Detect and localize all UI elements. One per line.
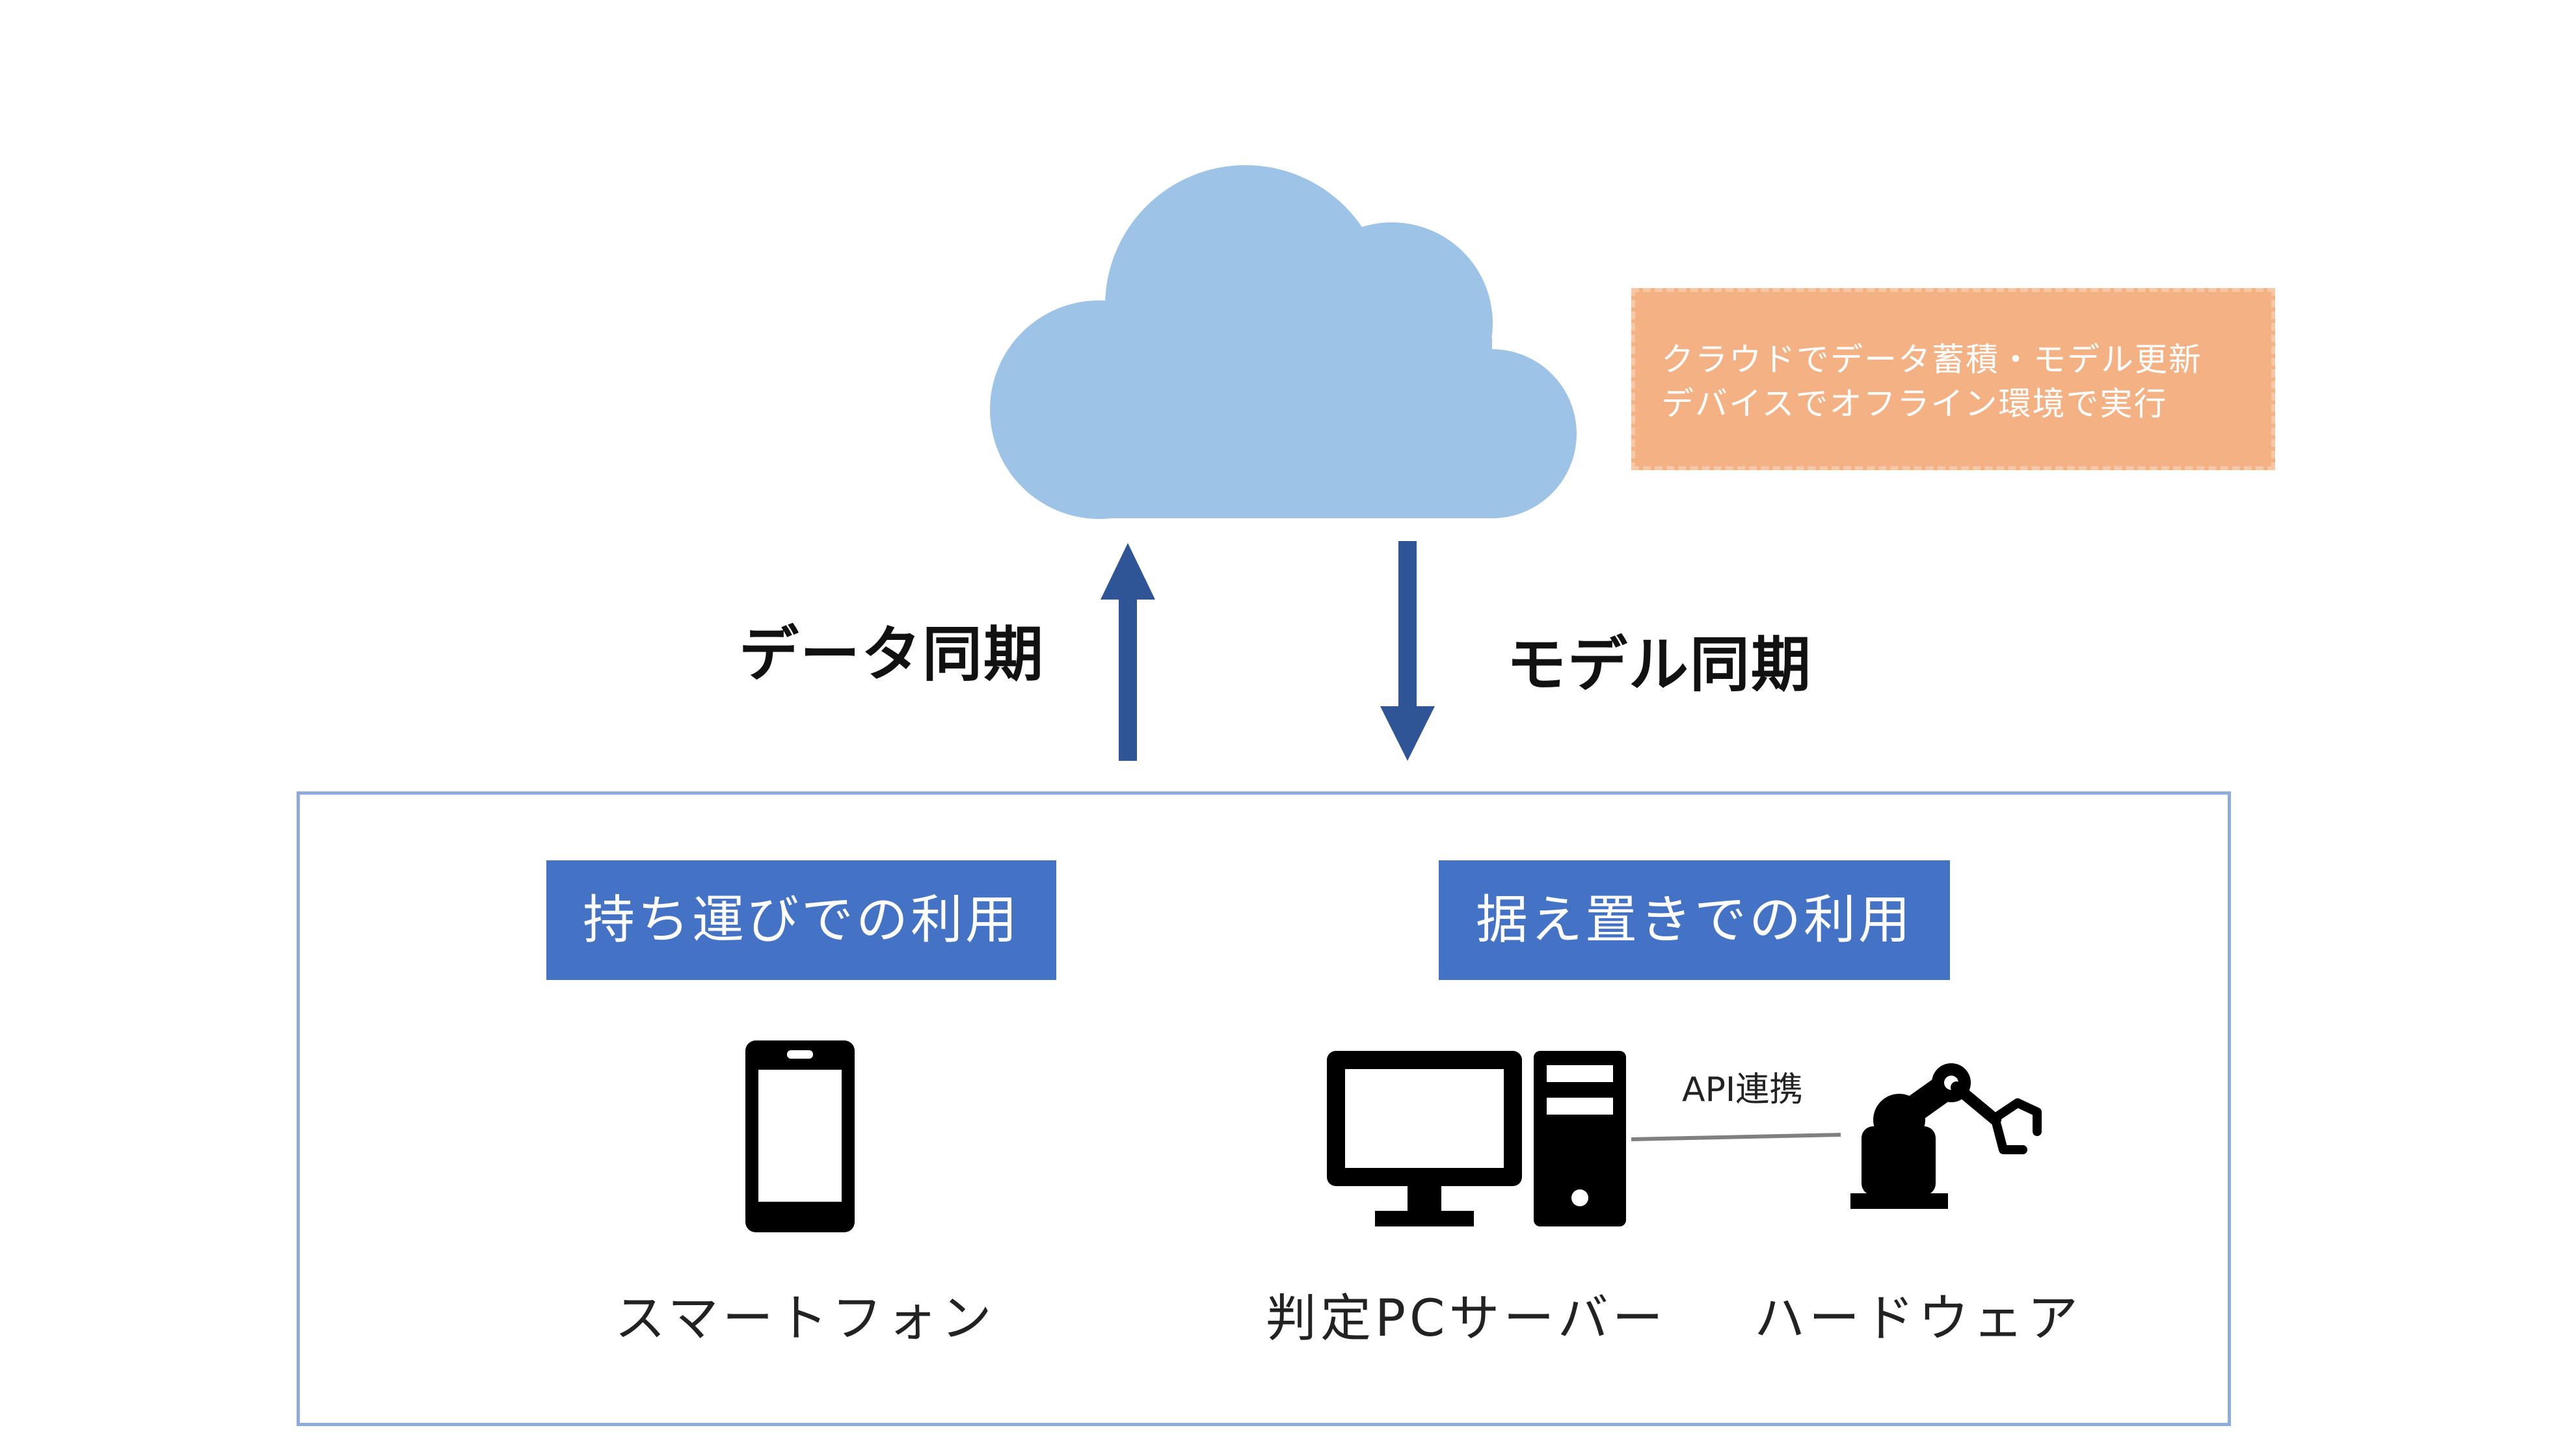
device-group-frame — [297, 791, 2231, 1426]
cloud-note-line-2: デバイスでオフライン環境で実行 — [1661, 385, 2168, 423]
hardware-label: ハードウェア — [1754, 1290, 2083, 1348]
smartphone-icon — [745, 1040, 855, 1232]
model-sync-label: モデル同期 — [1506, 630, 1813, 700]
cloud-note-line-1: クラウドでデータ蓄積・モデル更新 — [1661, 341, 2202, 378]
api-link-line — [1631, 1133, 1841, 1141]
desktop-pc-icon — [1327, 1051, 1626, 1226]
robot-arm-icon — [1850, 1063, 2042, 1209]
smartphone-label: スマートフォン — [615, 1290, 996, 1348]
stationary-use-header: 据え置きでの利用 — [1439, 860, 1950, 980]
cloud-note-box: クラウドでデータ蓄積・モデル更新 デバイスでオフライン環境で実行 — [1631, 288, 2275, 470]
arrow-down-icon — [1380, 541, 1435, 761]
portable-use-header: 持ち運びでの利用 — [546, 860, 1056, 980]
cloud-icon — [990, 165, 1577, 519]
arrow-up-icon — [1101, 543, 1155, 761]
api-link-label: API連携 — [1682, 1070, 1804, 1109]
data-sync-label: データ同期 — [739, 620, 1045, 689]
pc-server-label: 判定PCサーバー — [1266, 1290, 1667, 1348]
